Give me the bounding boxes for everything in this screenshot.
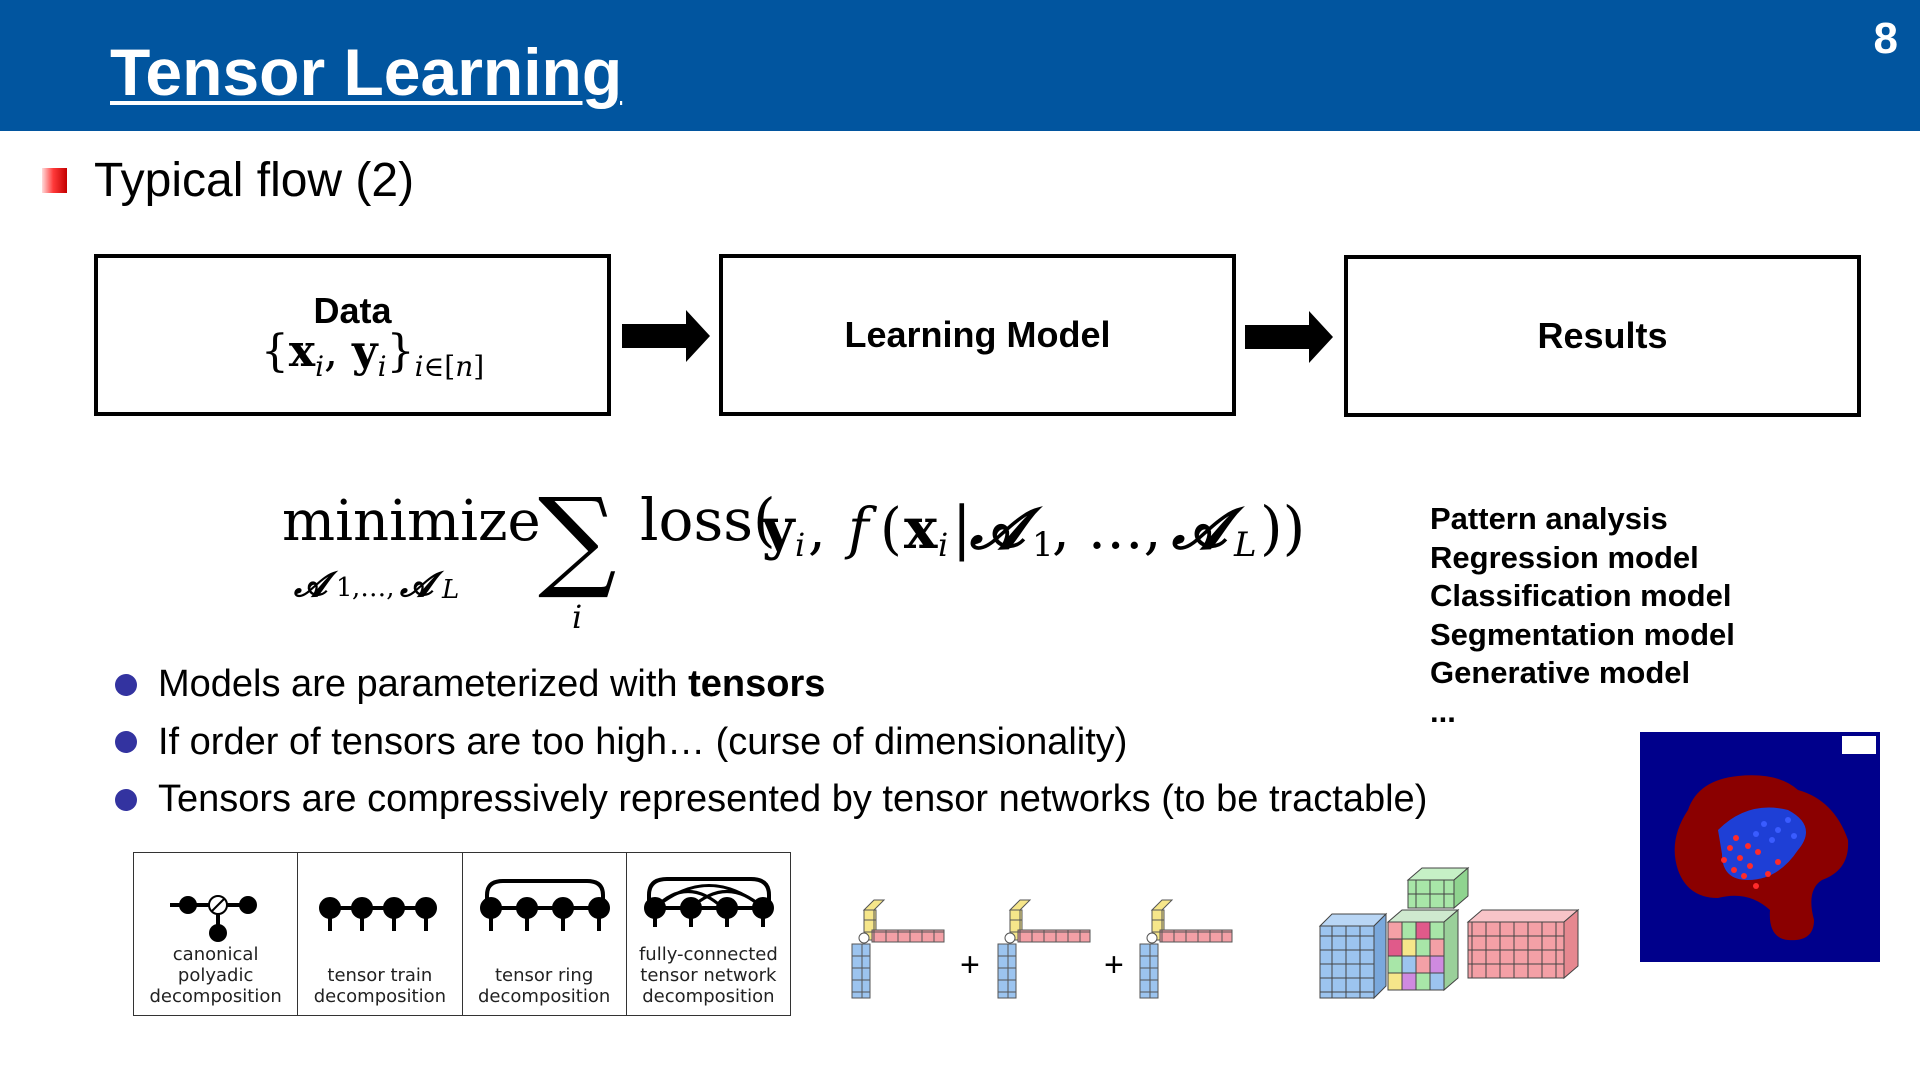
learning-model-label: Learning Model bbox=[844, 314, 1111, 355]
svg-text:,: , bbox=[808, 497, 826, 562]
right-arrow-icon bbox=[622, 310, 710, 362]
red-square-bullet-icon bbox=[42, 168, 67, 193]
list-item: Segmentation model bbox=[1430, 616, 1735, 652]
bullet-item: Models are parameterized with tensors bbox=[115, 656, 1427, 714]
bullet-dot-icon bbox=[115, 673, 137, 696]
svg-text:i: i bbox=[572, 598, 582, 636]
plus-icon: + bbox=[960, 946, 980, 984]
cp-rank-sum-illustration: + + bbox=[851, 899, 1233, 999]
rank-one-term bbox=[997, 899, 1091, 999]
svg-text:1: 1 bbox=[336, 573, 353, 603]
svg-text:x: x bbox=[904, 496, 938, 562]
learning-model-box: Learning Model bbox=[719, 254, 1236, 416]
svg-text:1: 1 bbox=[1032, 525, 1054, 565]
bullet-dot-icon bbox=[115, 731, 137, 754]
data-set-formula: {xi, yi}i∈[n] bbox=[260, 325, 485, 383]
list-item: Generative model bbox=[1430, 655, 1691, 690]
svg-text:y: y bbox=[761, 496, 796, 562]
data-box: Data {xi, yi}i∈[n] bbox=[94, 254, 611, 416]
svg-text:L: L bbox=[1233, 525, 1257, 565]
svg-text:loss(: loss( bbox=[640, 490, 776, 554]
rank-one-term bbox=[1139, 899, 1233, 999]
svg-text:∑: ∑ bbox=[538, 490, 617, 602]
bullet-dot-icon bbox=[115, 788, 137, 811]
tensor-ring-diagram-icon bbox=[479, 879, 610, 931]
svg-text:(: ( bbox=[880, 497, 902, 562]
svg-text:)): )) bbox=[1260, 494, 1305, 562]
tensor-train-diagram-icon bbox=[319, 897, 438, 931]
classification-result-plot bbox=[1638, 730, 1883, 975]
results-label: Results bbox=[1537, 315, 1668, 356]
list-item: Pattern analysis bbox=[1430, 501, 1668, 536]
list-item: Classification model bbox=[1430, 578, 1732, 613]
svg-text:i: i bbox=[938, 526, 948, 564]
subtitle: Typical flow (2) bbox=[94, 154, 415, 207]
plus-icon: + bbox=[1104, 946, 1124, 984]
optimization-formula: minimize 𝓐 1 ,…, 𝓐 L ∑ i loss( y i , f (… bbox=[282, 490, 1305, 636]
bullet-text: Models are parameterized with tensors bbox=[158, 663, 826, 706]
list-item: ... bbox=[1430, 693, 1456, 729]
results-list: Pattern analysis Regression model Classi… bbox=[1430, 500, 1735, 731]
data-box-label: Data bbox=[313, 289, 392, 331]
svg-text:minimize: minimize bbox=[282, 490, 541, 554]
tensor-cubes-illustration bbox=[1318, 866, 1580, 1000]
rank-one-term bbox=[851, 899, 945, 999]
bullet-item: If order of tensors are too high… (curse… bbox=[115, 714, 1427, 772]
bullet-text: Tensors are compressively represented by… bbox=[158, 778, 1428, 821]
bullet-text: If order of tensors are too high… (curse… bbox=[158, 720, 1128, 763]
svg-text:𝓐: 𝓐 bbox=[399, 565, 445, 605]
slide-title: Tensor Learning bbox=[110, 35, 623, 109]
svg-text:f: f bbox=[844, 497, 878, 562]
svg-text:L: L bbox=[441, 575, 459, 605]
page-number: 8 bbox=[1873, 14, 1898, 63]
title-bar: Tensor Learning 8 bbox=[0, 0, 1920, 131]
results-box: Results bbox=[1344, 255, 1861, 417]
svg-text:i: i bbox=[795, 526, 805, 564]
right-arrow-icon bbox=[1245, 311, 1333, 363]
bullet-list: Models are parameterized with tensors If… bbox=[115, 656, 1427, 829]
bullet-item: Tensors are compressively represented by… bbox=[115, 771, 1427, 829]
fully-connected-diagram-icon bbox=[643, 877, 774, 927]
svg-text:|: | bbox=[952, 494, 972, 562]
svg-text:,…,: ,…, bbox=[352, 573, 395, 603]
cp-diagram-icon bbox=[170, 895, 257, 942]
list-item: Regression model bbox=[1430, 539, 1699, 575]
svg-text:𝓐: 𝓐 bbox=[293, 565, 339, 605]
svg-text:, …,: , …, bbox=[1052, 497, 1161, 562]
